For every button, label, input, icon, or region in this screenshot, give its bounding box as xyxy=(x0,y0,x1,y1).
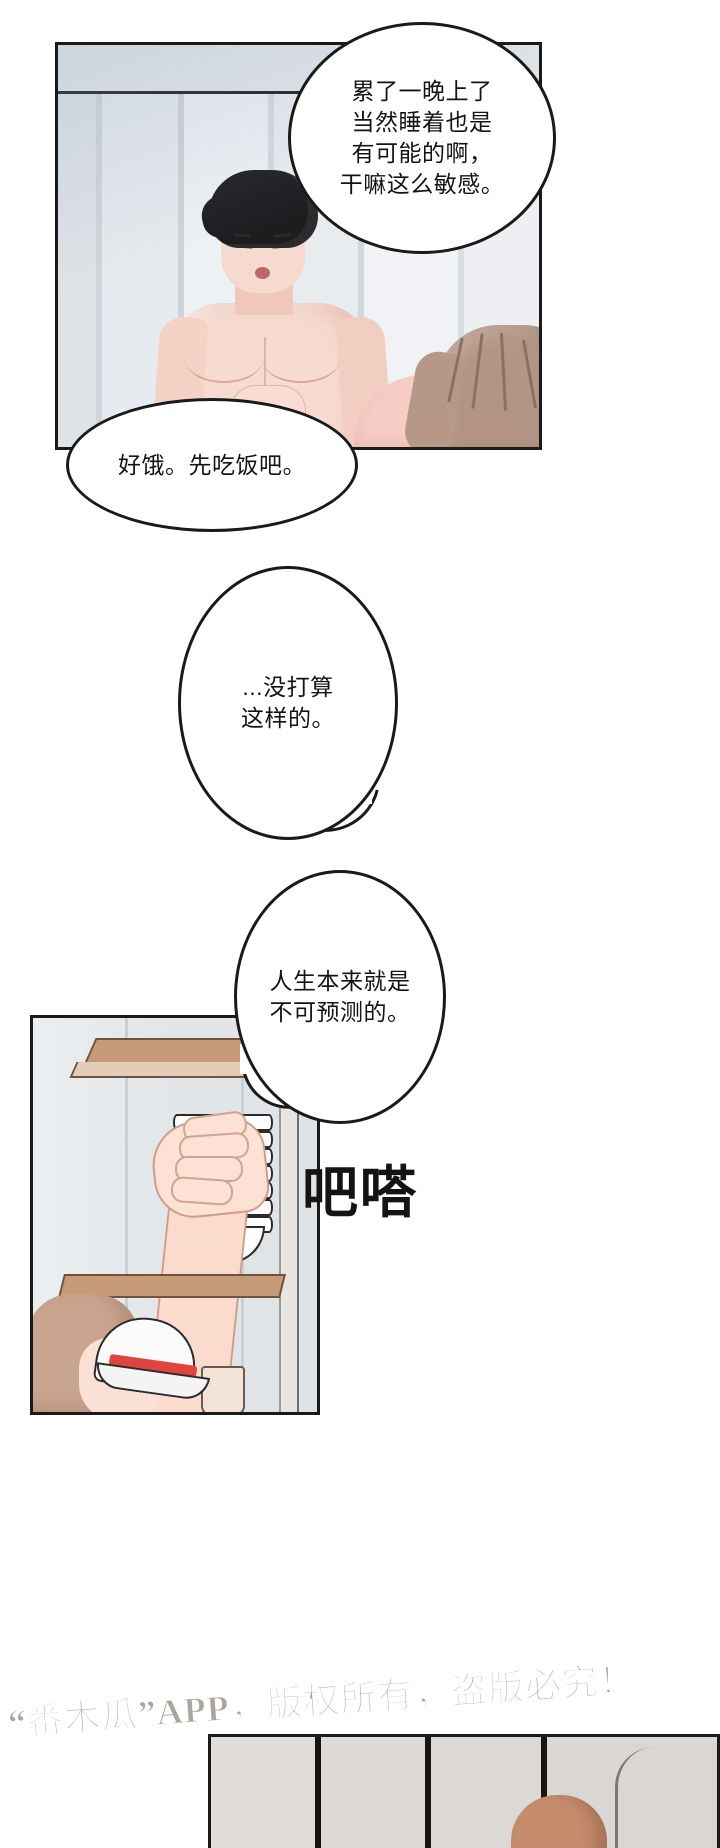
finger xyxy=(170,1175,234,1207)
speech-bubble-1: 累了一晚上了 当然睡着也是 有可能的啊， 干嘛这么敏感。 xyxy=(288,22,556,254)
panel-lockers xyxy=(208,1734,720,1848)
man-chest-left xyxy=(185,335,263,383)
man-mouth xyxy=(255,267,270,279)
speech-bubble-4: 人生本来就是 不可预测的。 xyxy=(234,870,446,1124)
wall-seam xyxy=(125,1018,128,1412)
speech-bubble-1-text: 累了一晚上了 当然睡着也是 有可能的啊， 干嘛这么敏感。 xyxy=(339,78,505,197)
sound-effect-text: 吧嗒 xyxy=(302,1161,418,1224)
speech-bubble-3-text: ...没打算 这样的。 xyxy=(241,674,335,731)
speech-bubble-2-text: 好饿。先吃饭吧。 xyxy=(118,451,306,478)
speech-bubble-3: ...没打算 这样的。 xyxy=(178,566,398,840)
locker-edge xyxy=(615,1747,688,1848)
speech-bubble-2: 好饿。先吃饭吧。 xyxy=(66,398,358,532)
speech-bubble-4-text: 人生本来就是 不可预测的。 xyxy=(269,968,411,1025)
watermark-text: “番木瓜”APP，版权所有，盗版必究！ xyxy=(6,1659,638,1744)
cup xyxy=(201,1366,245,1412)
shelf-post xyxy=(279,1058,299,1412)
man-chest-right xyxy=(262,335,340,383)
hair-strand xyxy=(540,348,542,403)
